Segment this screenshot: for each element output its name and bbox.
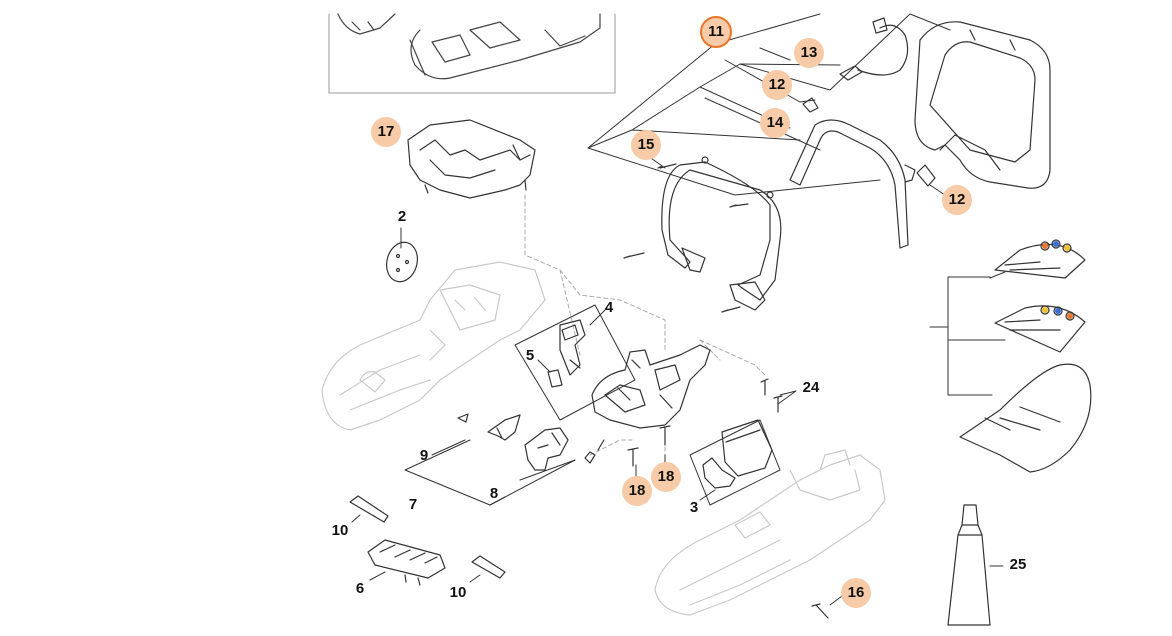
part-12-label[interactable]: 12	[762, 70, 792, 100]
part-8-label[interactable]: 8	[489, 485, 499, 502]
part-18-label[interactable]: 18	[622, 476, 652, 506]
part-18-label[interactable]: 18	[651, 462, 681, 492]
part-14-label[interactable]: 14	[760, 108, 790, 138]
part-10-label[interactable]: 10	[449, 584, 467, 601]
part-4-label[interactable]: 4	[604, 299, 614, 316]
part-2-label[interactable]: 2	[397, 208, 407, 225]
parts-linework	[349, 17, 1092, 626]
faded-motor-housing	[321, 261, 546, 431]
frame-4-5	[514, 304, 636, 421]
part-13-label[interactable]: 13	[794, 38, 824, 68]
part-25-label[interactable]: 25	[1009, 556, 1027, 573]
part-3-label[interactable]: 3	[689, 499, 699, 516]
part-24-label[interactable]: 24	[802, 379, 820, 396]
part-10-label[interactable]: 10	[331, 522, 349, 539]
part-15-label[interactable]: 15	[631, 130, 661, 160]
part-7-label[interactable]: 7	[408, 496, 418, 513]
part-5-label[interactable]: 5	[525, 347, 535, 364]
part-11-label[interactable]: 11	[700, 16, 732, 48]
inset-housing-sketch	[337, 13, 601, 80]
part-17-label[interactable]: 17	[371, 117, 401, 147]
faded-gear-housing	[654, 449, 886, 616]
frame-3	[689, 419, 781, 506]
part-12-label[interactable]: 12	[942, 185, 972, 215]
part-6-label[interactable]: 6	[355, 580, 365, 597]
inset-frame	[328, 13, 616, 94]
part-16-label[interactable]: 16	[841, 578, 871, 608]
label-accents	[1042, 241, 1073, 319]
part-9-label[interactable]: 9	[419, 447, 429, 464]
